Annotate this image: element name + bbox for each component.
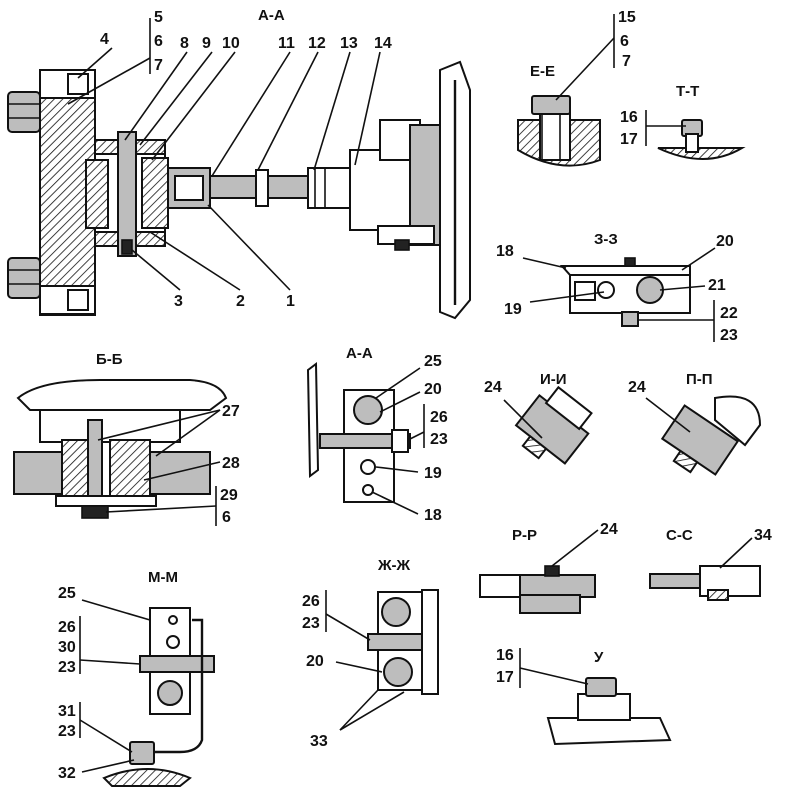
callout-24: 24 [484,379,502,396]
section-title-mm: М-М [148,569,178,586]
section-ii [514,385,593,465]
callout-2: 2 [236,293,245,310]
section-rr [479,565,596,614]
callout-26: 26 [58,619,76,636]
callout-32: 32 [58,765,76,782]
section-tt [657,119,746,160]
callout-7: 7 [154,57,163,74]
callout-33: 33 [310,733,328,750]
callout-18: 18 [424,507,442,524]
callout-25: 25 [58,585,76,602]
callout-19: 19 [504,301,522,318]
callout-29: 29 [220,487,238,504]
callout-6: 6 [154,33,163,50]
section-title-ii: И-И [540,371,567,388]
section-title-pp: П-П [686,371,713,388]
callout-1: 1 [286,293,295,310]
section-titles: А-А Е-Е Т-Т З-З Б-Б А-А И-И П-П М-М Ж-Ж … [96,7,713,666]
section-ss [649,565,761,601]
callout-9: 9 [202,35,211,52]
callout-24: 24 [628,379,646,396]
callout-24: 24 [600,521,618,538]
callout-21: 21 [708,277,726,294]
callout-19: 19 [424,465,442,482]
callout-8: 8 [180,35,189,52]
callout-27: 27 [222,403,240,420]
section-zz [559,257,691,327]
callout-22: 22 [720,305,738,322]
callout-6: 6 [222,509,231,526]
callout-23: 23 [302,615,320,632]
callout-18: 18 [496,243,514,260]
callout-16: 16 [620,109,638,126]
section-title-bb: Б-Б [96,351,123,368]
callout-13: 13 [340,35,358,52]
callout-20: 20 [306,653,324,670]
callout-6: 6 [620,33,629,50]
callout-16: 16 [496,647,514,664]
section-title-ss: С-С [666,527,693,544]
callout-11: 11 [278,35,295,52]
callout-30: 30 [58,639,76,656]
callout-numbers: 4 5 6 7 8 9 10 11 12 13 14 3 2 1 15 6 7 … [58,9,772,782]
section-title-aa-mid: А-А [346,345,373,362]
callout-17: 17 [620,131,638,148]
callout-14: 14 [374,35,392,52]
section-pp [660,395,762,476]
section-zhzh [367,589,439,695]
callout-26: 26 [430,409,448,426]
section-title-aa-top: А-А [258,7,285,24]
callout-4: 4 [100,31,109,48]
section-title-u: У [594,649,604,666]
callout-5: 5 [154,9,163,26]
section-mm [102,607,215,787]
callout-20: 20 [424,381,442,398]
callout-15: 15 [618,9,636,26]
leader-lines [67,14,753,773]
callout-10: 10 [222,35,240,52]
callout-34: 34 [754,527,772,544]
callout-23: 23 [58,723,76,740]
section-bb [13,379,228,519]
callout-26: 26 [302,593,320,610]
callout-17: 17 [496,669,514,686]
callout-12: 12 [308,35,326,52]
section-u [546,677,672,746]
section-title-zz: З-З [594,231,618,248]
callout-23: 23 [720,327,738,344]
callout-25: 25 [424,353,442,370]
callout-28: 28 [222,455,240,472]
callout-20: 20 [716,233,734,250]
section-title-ee: Е-Е [530,63,555,80]
callout-23: 23 [430,431,448,448]
callout-3: 3 [174,293,183,310]
section-title-tt: Т-Т [676,83,699,100]
main-section-view [7,60,471,320]
section-title-rr: Р-Р [512,527,537,544]
section-title-zhzh: Ж-Ж [377,557,411,574]
section-ee [517,95,601,167]
callout-7: 7 [622,53,631,70]
callout-23: 23 [58,659,76,676]
callout-31: 31 [58,703,76,720]
